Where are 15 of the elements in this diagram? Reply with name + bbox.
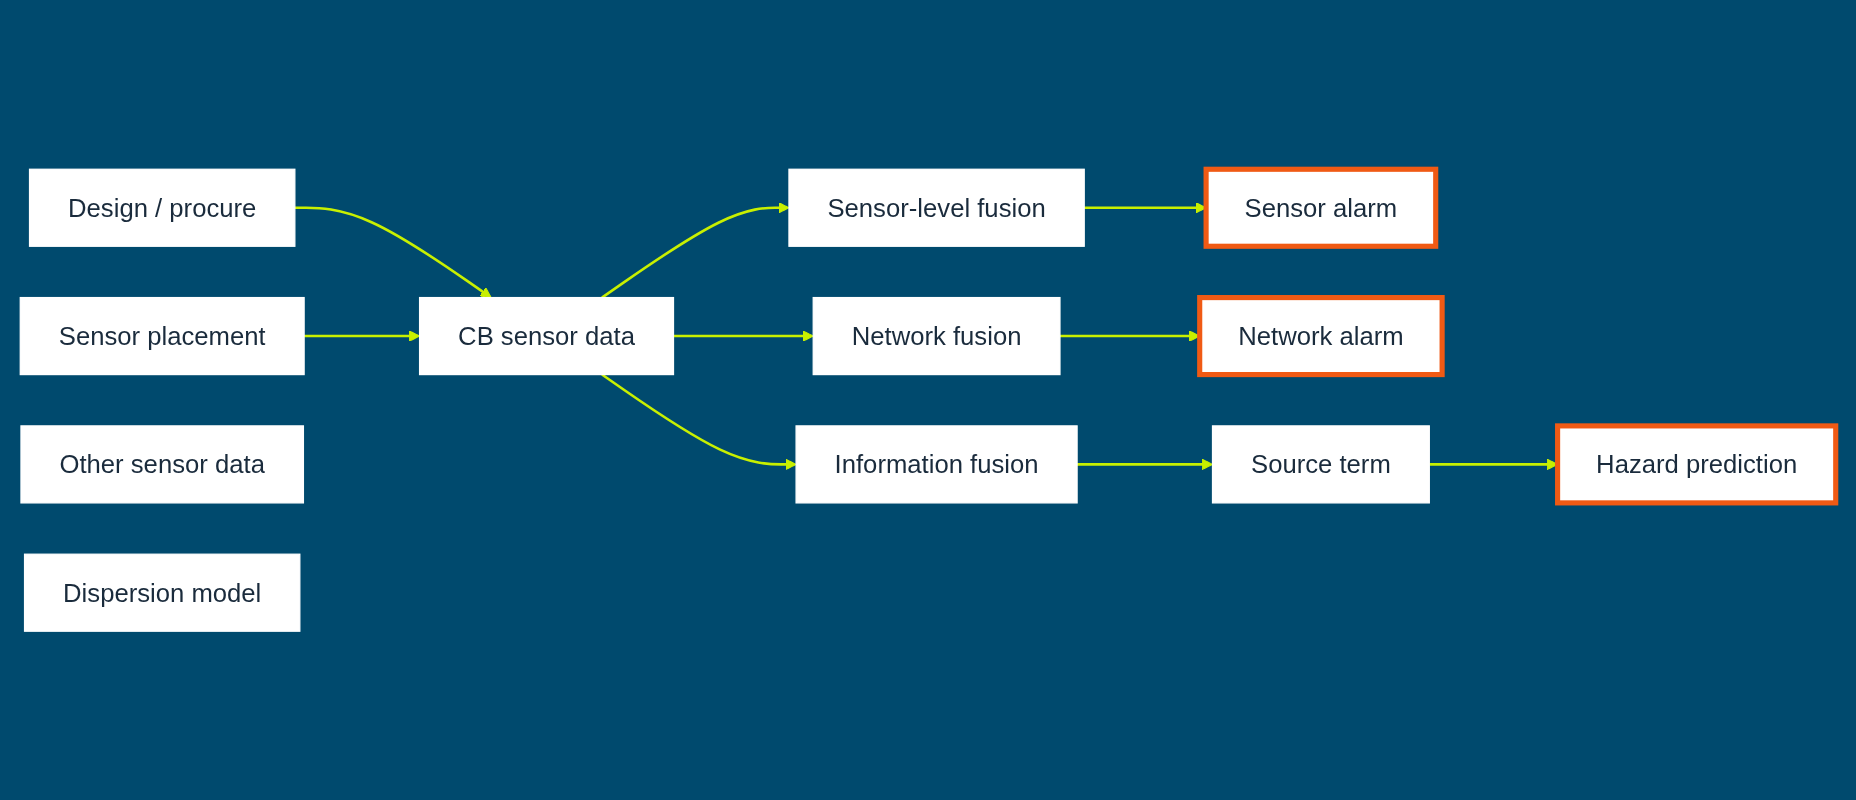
arrow bbox=[294, 206, 492, 298]
arrow bbox=[673, 330, 814, 342]
arrow bbox=[601, 373, 797, 470]
node-box: Sensor alarm bbox=[1203, 166, 1439, 249]
node-box: Network alarm bbox=[1197, 294, 1445, 377]
node-box: Design / procure bbox=[28, 168, 296, 247]
node-box: Network fusion bbox=[812, 296, 1061, 375]
node-box: CB sensor data bbox=[418, 296, 675, 375]
node-box: Dispersion model bbox=[23, 553, 301, 632]
node-box: Other sensor data bbox=[20, 425, 305, 504]
node-box: Information fusion bbox=[795, 425, 1078, 504]
node-box: Sensor-level fusion bbox=[788, 168, 1085, 247]
node-box: Sensor placement bbox=[19, 296, 305, 375]
node-box: Source term bbox=[1211, 425, 1430, 504]
node-box: Hazard prediction bbox=[1555, 423, 1839, 506]
